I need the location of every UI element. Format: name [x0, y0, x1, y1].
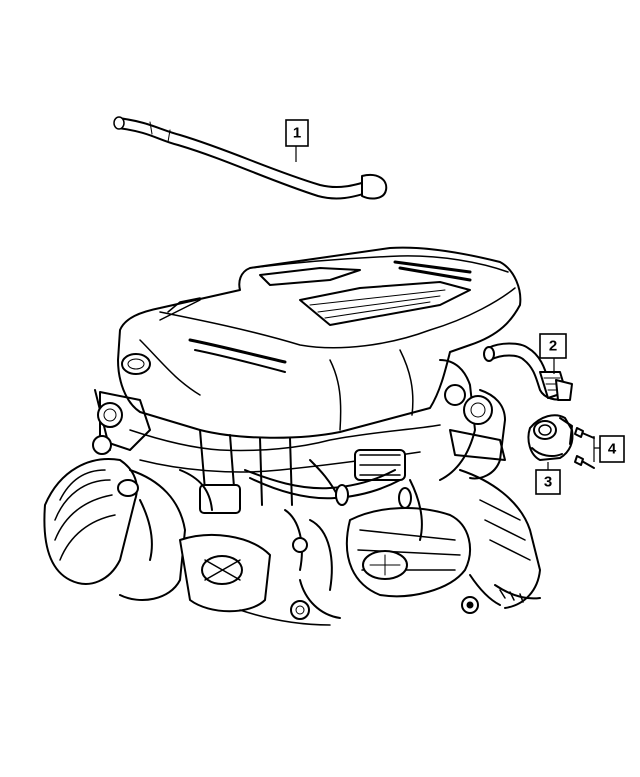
part-2-hose-fitting-icon [483, 342, 573, 401]
leader-4 [593, 436, 600, 462]
engine-assembly-icon [43, 246, 541, 626]
part-4-bolt-icon [574, 427, 595, 469]
callout-label-4: 4 [608, 441, 617, 458]
part-1-hose-icon [113, 116, 388, 200]
callout-2: 2 [539, 333, 567, 359]
callout-label-3: 3 [544, 474, 552, 491]
callout-label-2: 2 [549, 338, 557, 355]
callout-1: 1 [285, 119, 309, 147]
leader-lines [295, 146, 600, 470]
callout-3: 3 [535, 469, 561, 495]
callout-4: 4 [599, 435, 625, 463]
part-3-valve-housing-icon [527, 414, 574, 461]
callout-label-1: 1 [293, 125, 301, 142]
